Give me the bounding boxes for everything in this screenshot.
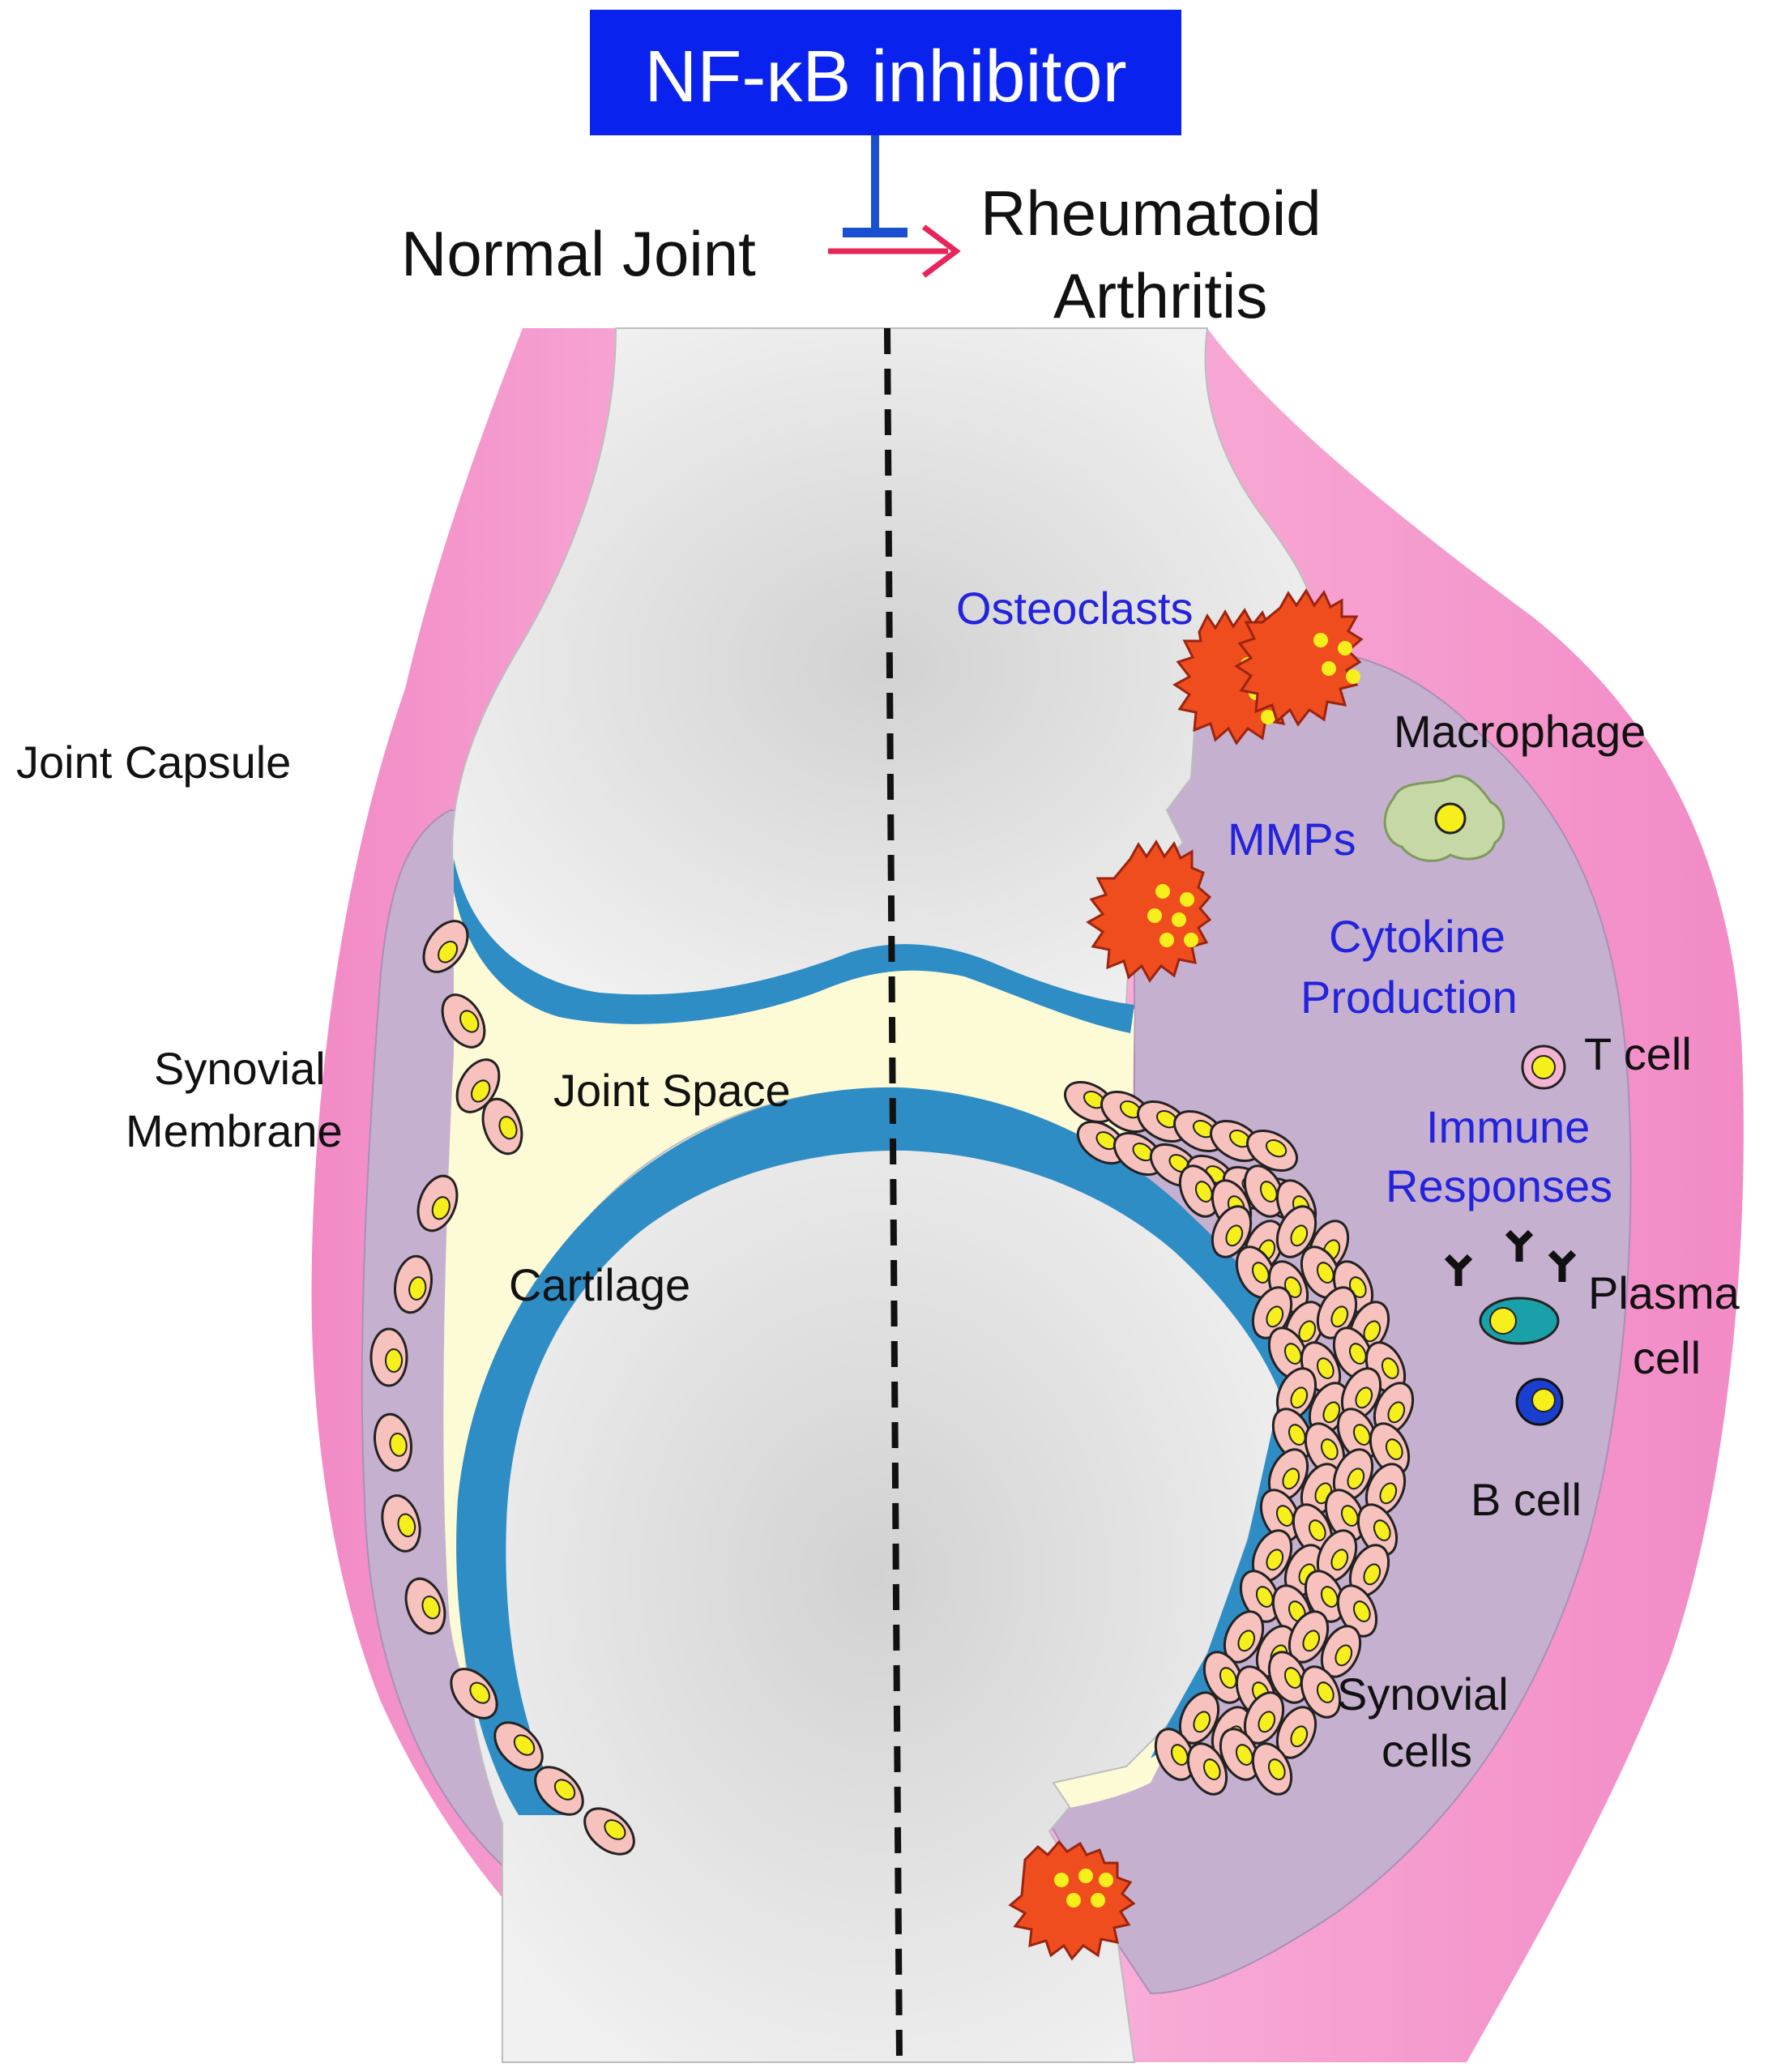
plasma-cell-label-1: Plasma bbox=[1588, 1267, 1740, 1318]
synovial-cell bbox=[1178, 1691, 1220, 1745]
b-cell bbox=[1515, 1378, 1564, 1426]
joint-space-label: Joint Space bbox=[553, 1065, 791, 1116]
macrophage-label: Macrophage bbox=[1394, 706, 1646, 757]
b-cell-label: B cell bbox=[1471, 1474, 1582, 1525]
synovial-cell bbox=[1223, 1610, 1265, 1664]
synovial-cell bbox=[1246, 1129, 1298, 1173]
cytokine-label-2: Production bbox=[1300, 972, 1518, 1023]
osteoclast bbox=[1086, 839, 1212, 983]
synovial-cell bbox=[1348, 1544, 1390, 1597]
upper-cartilage bbox=[454, 859, 1134, 1033]
plasma-cell bbox=[1479, 1297, 1560, 1345]
synovial-membrane-label-2: Membrane bbox=[126, 1105, 343, 1156]
macrophage bbox=[1383, 775, 1505, 862]
inhibitor-box: NF-κB inhibitor bbox=[590, 10, 1181, 135]
synovial-cell bbox=[1243, 1164, 1285, 1218]
plasma-cell-label-2: cell bbox=[1633, 1332, 1701, 1383]
synovial-cell bbox=[1239, 1570, 1281, 1623]
joint-capsule-label: Joint Capsule bbox=[16, 737, 291, 788]
synovial-cell bbox=[1369, 1422, 1411, 1476]
synovial-cell bbox=[1356, 1503, 1399, 1557]
osteoclast bbox=[1234, 588, 1364, 727]
synovial-cell bbox=[1064, 1080, 1116, 1124]
inhibition-arrow bbox=[843, 135, 907, 237]
synovial-cell bbox=[1210, 1119, 1262, 1163]
osteoclasts-label: Osteoclasts bbox=[956, 583, 1194, 634]
synovial-cell bbox=[1137, 1100, 1189, 1143]
synovial-cell bbox=[1324, 1489, 1366, 1542]
synovial-cell bbox=[1364, 1463, 1407, 1516]
synovial-cell bbox=[1235, 1245, 1277, 1299]
center-divider bbox=[884, 327, 903, 2063]
synovial-cell bbox=[1340, 1367, 1382, 1420]
immune-label-1: Immune bbox=[1426, 1101, 1590, 1152]
synovial-cell bbox=[1275, 1367, 1317, 1420]
synovial-membrane-label-1: Synovial bbox=[154, 1043, 326, 1094]
synovial-cell bbox=[1336, 1408, 1378, 1461]
cytokine-label-1: Cytokine bbox=[1329, 911, 1505, 962]
synovial-cell bbox=[1202, 1651, 1245, 1704]
synovial-cell bbox=[1259, 1489, 1301, 1542]
synovial-cell bbox=[1271, 1408, 1313, 1461]
synovial-cell bbox=[1251, 1529, 1293, 1583]
synovial-cell bbox=[1173, 1109, 1225, 1153]
synovial-cell bbox=[1373, 1382, 1415, 1435]
synovial-cells-normal bbox=[369, 920, 635, 1856]
cartilage-label: Cartilage bbox=[509, 1259, 690, 1310]
synovial-cell bbox=[1251, 1742, 1293, 1796]
synovial-cells-proliferating bbox=[1064, 1080, 1415, 1796]
t-cell bbox=[1521, 1045, 1566, 1090]
mmps-label: MMPs bbox=[1228, 814, 1356, 865]
synovial-cell bbox=[1275, 1205, 1317, 1258]
synovial-cell bbox=[1316, 1286, 1358, 1339]
synovial-cell bbox=[1251, 1286, 1293, 1339]
progression-arrow bbox=[828, 224, 961, 278]
synovial-cell bbox=[1304, 1422, 1346, 1476]
synovial-cell bbox=[1267, 1651, 1309, 1704]
osteoclasts bbox=[1008, 588, 1364, 1961]
synovial-cell bbox=[1267, 1448, 1309, 1502]
synovial-cell bbox=[1336, 1584, 1378, 1638]
synovial-cell bbox=[1292, 1503, 1334, 1557]
synovial-cell bbox=[1219, 1728, 1261, 1781]
osteoclast bbox=[1008, 1839, 1136, 1961]
synovial-cells-label-1: Synovial bbox=[1337, 1668, 1509, 1720]
synovial-cell bbox=[1288, 1610, 1330, 1664]
t-cell-label: T cell bbox=[1584, 1028, 1692, 1079]
rheumatoid-label-line1: Rheumatoid bbox=[980, 177, 1322, 249]
synovial-cell bbox=[1178, 1164, 1220, 1218]
synovial-cell bbox=[1332, 1448, 1374, 1502]
synovial-cells-label-2: cells bbox=[1382, 1725, 1472, 1776]
rheumatoid-label-line2: Arthritis bbox=[1053, 260, 1267, 331]
synovial-cell bbox=[1211, 1205, 1253, 1258]
immune-label-2: Responses bbox=[1386, 1160, 1612, 1211]
synovial-cell bbox=[1332, 1327, 1374, 1380]
antibodies bbox=[1444, 1229, 1577, 1286]
synovial-cell bbox=[1112, 1131, 1164, 1177]
normal-joint-label: Normal Joint bbox=[401, 218, 756, 289]
synovial-cell bbox=[1154, 1728, 1196, 1781]
inhibitor-label: NF-κB inhibitor bbox=[644, 36, 1126, 117]
synovial-cell bbox=[1300, 1665, 1342, 1719]
synovial-cell bbox=[1186, 1742, 1228, 1796]
synovial-cell bbox=[1304, 1570, 1346, 1623]
synovial-cell bbox=[1267, 1327, 1309, 1380]
